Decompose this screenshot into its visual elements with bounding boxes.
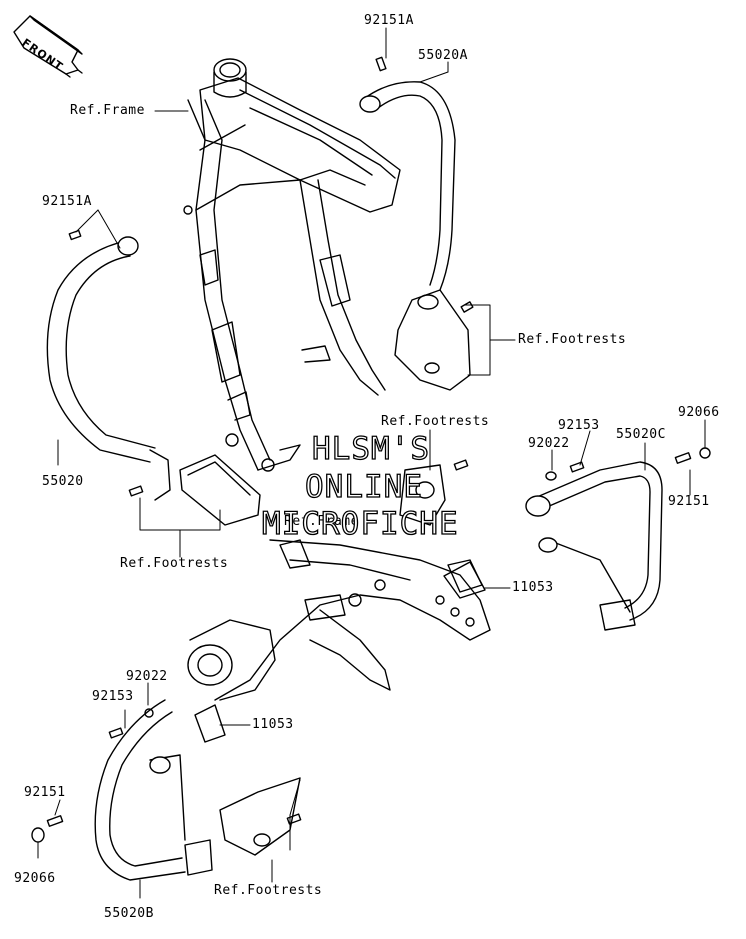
guard-55020C: [525, 461, 663, 631]
front-arrow-icon: [13, 15, 83, 78]
main-frame: [183, 58, 401, 472]
label-92151-right: 92151: [668, 494, 710, 509]
label-55020C: 55020C: [616, 427, 666, 442]
guard-55020A: [359, 81, 471, 391]
label-ref-frame-mid: Ref.Frame: [284, 514, 359, 529]
label-92066-left: 92066: [14, 871, 56, 886]
label-11053-right: 11053: [512, 580, 554, 595]
bolt-icon: [46, 56, 692, 827]
rear-frame: [187, 539, 491, 701]
label-92022-right: 92022: [528, 436, 570, 451]
bracket-11053-right: [443, 561, 486, 599]
watermark-line-3: MICROFICHE: [261, 506, 459, 542]
label-92066-right: 92066: [678, 405, 720, 420]
label-ref-footrests-bottom: Ref.Footrests: [214, 883, 323, 898]
label-ref-footrests-left: Ref.Footrests: [120, 556, 229, 571]
label-92151A-top: 92151A: [364, 13, 414, 28]
bracket-11053-left: [194, 704, 226, 743]
label-ref-footrests-center: Ref.Footrests: [381, 414, 490, 429]
footrest-bracket-bottom: [219, 777, 301, 856]
label-11053-left: 11053: [252, 717, 294, 732]
watermark-line-2: ONLINE: [304, 469, 423, 505]
label-ref-footrests-right: Ref.Footrests: [518, 332, 627, 347]
label-92022-left: 92022: [126, 669, 168, 684]
label-92153-left: 92153: [92, 689, 134, 704]
label-55020B: 55020B: [104, 906, 154, 921]
label-ref-frame-top: Ref.Frame: [70, 103, 145, 118]
footrest-bracket-center: [399, 464, 446, 526]
guard-55020B: [94, 699, 213, 881]
guard-55020: [46, 236, 261, 526]
leader-lines: [37, 27, 706, 899]
label-55020: 55020: [42, 474, 84, 489]
label-92151A-left: 92151A: [42, 194, 92, 209]
label-55020A: 55020A: [418, 48, 468, 63]
label-92151-left: 92151: [24, 785, 66, 800]
label-92153-right: 92153: [558, 418, 600, 433]
watermark-line-1: HLSM'S: [311, 431, 430, 467]
